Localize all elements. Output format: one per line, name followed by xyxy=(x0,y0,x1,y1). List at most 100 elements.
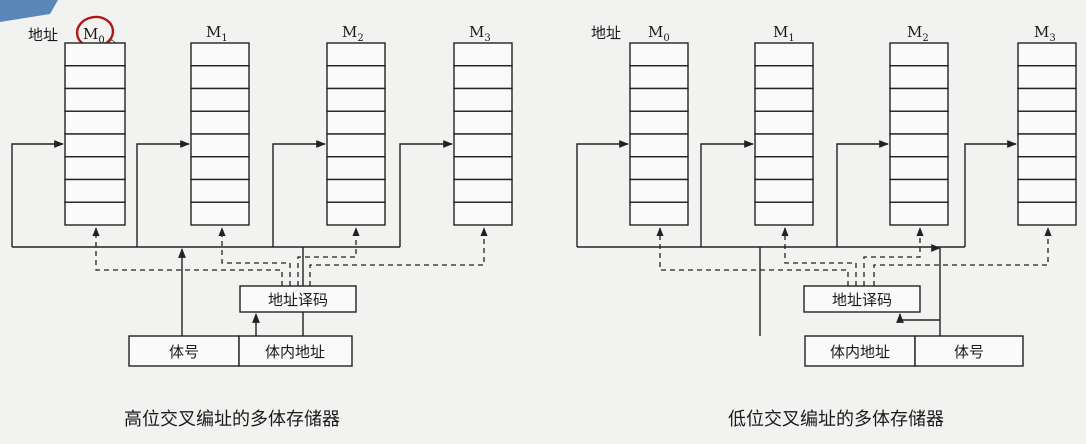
select-line-m2 xyxy=(297,227,360,286)
memory-cell xyxy=(190,178,250,203)
memory-cell xyxy=(889,178,949,203)
memory-module-m0 xyxy=(64,42,126,226)
memory-cell xyxy=(64,42,126,67)
memory-cell xyxy=(1017,87,1077,112)
memory-cell xyxy=(190,156,250,181)
address-decoder-label: 地址译码 xyxy=(268,291,328,309)
module-label-m1: M1 xyxy=(773,23,795,44)
memory-cell xyxy=(629,156,689,181)
memory-cell xyxy=(629,110,689,135)
address-line-to-m0 xyxy=(576,140,629,247)
memory-cell xyxy=(754,178,814,203)
memory-cell xyxy=(629,87,689,112)
memory-cell xyxy=(889,156,949,181)
memory-cell xyxy=(326,110,386,135)
memory-cell xyxy=(754,133,814,158)
memory-cell xyxy=(326,65,386,90)
memory-cell xyxy=(754,42,814,67)
memory-cell xyxy=(190,201,250,226)
module-label-m1: M1 xyxy=(206,23,228,44)
select-line-m3 xyxy=(309,227,488,286)
memory-cell xyxy=(453,201,513,226)
memory-cell xyxy=(64,178,126,203)
module-number-field-label: 体号 xyxy=(954,343,984,361)
module-label-m2: M2 xyxy=(907,23,929,44)
module-label-m2: M2 xyxy=(342,23,364,44)
memory-cell xyxy=(326,42,386,67)
memory-cell xyxy=(190,42,250,67)
memory-module-m1 xyxy=(754,42,814,226)
memory-module-m1 xyxy=(190,42,250,226)
module-label-m0: M0 xyxy=(83,25,105,46)
select-line-m1 xyxy=(218,227,291,286)
low-order-interleave-diagram: 地址 M0 M1 M2 M3 地址译码 体内地址 体号 低位交叉编址的多体存储器 xyxy=(576,23,1077,430)
memory-cell xyxy=(1017,110,1077,135)
address-line-to-m3 xyxy=(964,140,1017,247)
memory-module-m3 xyxy=(453,42,513,226)
memory-cell xyxy=(64,65,126,90)
memory-cell xyxy=(453,110,513,135)
memory-cell xyxy=(453,65,513,90)
memory-cell xyxy=(453,42,513,67)
address-label: 地址 xyxy=(28,26,58,44)
memory-cell xyxy=(190,87,250,112)
memory-cell xyxy=(453,133,513,158)
module-label-m3: M3 xyxy=(1034,23,1056,44)
module-number-field-label: 体号 xyxy=(169,343,199,361)
memory-cell xyxy=(64,87,126,112)
address-line-to-m1 xyxy=(136,140,190,247)
memory-cell xyxy=(1017,133,1077,158)
memory-cell xyxy=(453,156,513,181)
memory-module-m2 xyxy=(326,42,386,226)
memory-cell xyxy=(889,87,949,112)
address-line-to-m2 xyxy=(836,140,889,247)
memory-cell xyxy=(889,42,949,67)
memory-cell xyxy=(629,133,689,158)
in-module-address-field-label: 体内地址 xyxy=(830,343,890,361)
memory-cell xyxy=(64,133,126,158)
memory-cell xyxy=(190,133,250,158)
memory-cell xyxy=(326,201,386,226)
memory-cell xyxy=(190,65,250,90)
memory-cell xyxy=(629,178,689,203)
banner-shape xyxy=(0,0,58,22)
memory-cell xyxy=(754,201,814,226)
memory-module-m0 xyxy=(629,42,689,226)
module-label-m3: M3 xyxy=(469,23,491,44)
memory-cell xyxy=(754,156,814,181)
memory-cell xyxy=(889,65,949,90)
memory-cell xyxy=(754,65,814,90)
module-number-field xyxy=(914,335,1024,367)
address-line-to-m2 xyxy=(272,140,326,247)
memory-cell xyxy=(326,87,386,112)
memory-cell xyxy=(1017,201,1077,226)
memory-cell xyxy=(64,110,126,135)
address-line-to-m0 xyxy=(11,140,64,247)
memory-cell xyxy=(754,110,814,135)
memory-module-m2 xyxy=(889,42,949,226)
address-decoder-box xyxy=(803,285,921,313)
memory-cell xyxy=(1017,42,1077,67)
address-label: 地址 xyxy=(591,24,621,42)
in-module-address-field-label: 体内地址 xyxy=(265,343,325,361)
diagram-caption: 高位交叉编址的多体存储器 xyxy=(124,409,340,430)
module-number-field xyxy=(128,335,240,367)
address-decoder-box xyxy=(239,285,357,313)
memory-cell xyxy=(1017,65,1077,90)
address-line-to-m3 xyxy=(399,140,453,247)
memory-cell xyxy=(629,65,689,90)
memory-cell xyxy=(889,110,949,135)
address-decoder-label: 地址译码 xyxy=(832,291,892,309)
memory-cell xyxy=(326,156,386,181)
memory-cell xyxy=(64,201,126,226)
memory-cell xyxy=(64,156,126,181)
select-line-m0 xyxy=(92,227,283,286)
module-label-m0: M0 xyxy=(648,23,670,44)
memory-cell xyxy=(889,201,949,226)
diagram-caption: 低位交叉编址的多体存储器 xyxy=(728,409,944,430)
memory-cell xyxy=(326,178,386,203)
memory-cell xyxy=(326,133,386,158)
memory-cell xyxy=(190,110,250,135)
memory-cell xyxy=(1017,156,1077,181)
